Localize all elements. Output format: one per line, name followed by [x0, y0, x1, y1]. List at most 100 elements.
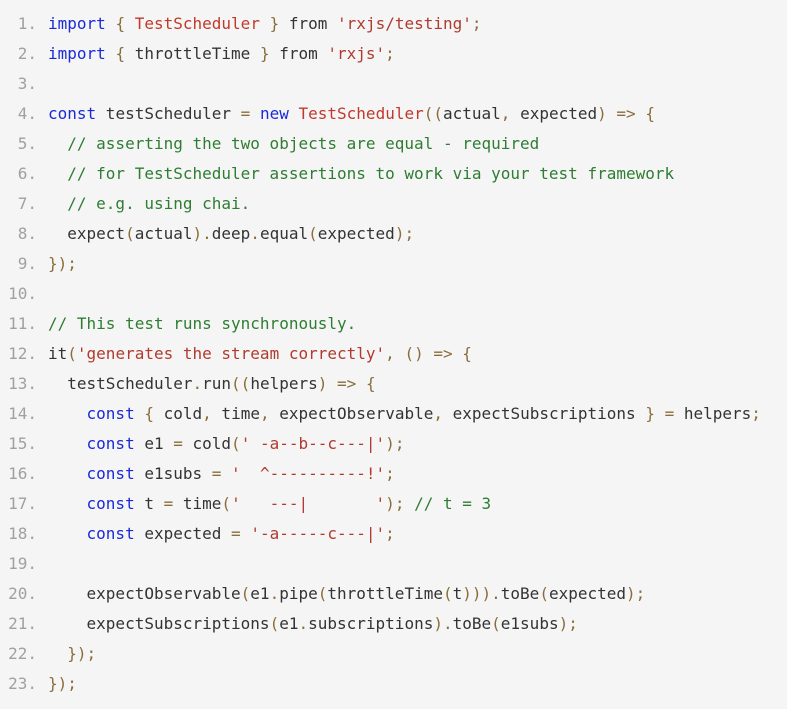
code-token: expected [134, 524, 232, 543]
code-line: 15. const e1 = cold(' -a--b--c---|'); [0, 429, 787, 459]
code-token [636, 104, 646, 123]
code-token: e1subs [500, 614, 559, 633]
code-token [48, 404, 87, 423]
code-token: expectSubscriptions [443, 404, 646, 423]
code-token: ( [317, 584, 328, 603]
code-token [241, 524, 251, 543]
code-line: 17. const t = time(' ---| '); // t = 3 [0, 489, 787, 519]
code-token: ; [751, 404, 761, 423]
code-line: 16. const e1subs = ' ^----------!'; [0, 459, 787, 489]
code-token: { [115, 44, 126, 63]
line-number: 4. [17, 104, 37, 123]
code-line: 11.// This test runs synchronously. [0, 309, 787, 339]
code-token: . [269, 584, 280, 603]
line-code: // This test runs synchronously. [37, 309, 356, 339]
code-token: } [269, 14, 280, 33]
code-token [48, 644, 67, 663]
code-line: 19. [0, 549, 787, 579]
line-number: 18. [8, 524, 37, 543]
code-token: ( [125, 224, 135, 243]
code-token: . [250, 224, 260, 243]
code-token: 'generates the stream correctly' [76, 344, 386, 363]
code-token: ))). [462, 584, 501, 603]
code-token [260, 14, 270, 33]
code-line: 9.}); [0, 249, 787, 279]
line-code: expect(actual).deep.equal(expected); [37, 219, 414, 249]
code-token: // This test runs synchronously. [48, 314, 357, 333]
code-token: = [231, 524, 241, 543]
code-token: it [48, 344, 68, 363]
code-token: = [173, 434, 183, 453]
code-token: { [645, 104, 655, 123]
line-number: 6. [17, 164, 37, 183]
code-token: ); [385, 434, 405, 453]
code-token: expectObservable [269, 404, 434, 423]
line-number: 17. [8, 494, 37, 513]
code-line: 5. // asserting the two objects are equa… [0, 129, 787, 159]
line-number: 22. [8, 644, 37, 663]
line-code: }); [37, 639, 96, 669]
code-line: 1.import { TestScheduler } from 'rxjs/te… [0, 9, 787, 39]
line-number: 12. [8, 344, 37, 363]
code-token [48, 134, 67, 153]
code-token: actual [134, 224, 193, 243]
code-token [48, 464, 87, 483]
line-code: }); [37, 669, 77, 699]
code-token: // e.g. using chai. [67, 194, 251, 213]
code-token [424, 344, 434, 363]
line-code: // for TestScheduler assertions to work … [37, 159, 674, 189]
code-line: 22. }); [0, 639, 787, 669]
code-token [404, 494, 414, 513]
line-code: it('generates the stream correctly', () … [37, 339, 472, 369]
code-token [356, 374, 366, 393]
code-token: expectSubscriptions [48, 614, 270, 633]
code-token [250, 104, 260, 123]
code-token [48, 164, 67, 183]
code-token [106, 44, 116, 63]
code-token: subscriptions [308, 614, 434, 633]
code-token: = [664, 404, 675, 423]
line-code: const { cold, time, expectObservable, ex… [37, 399, 761, 429]
code-token: }); [48, 254, 77, 273]
code-token: // t = 3 [414, 494, 492, 513]
code-token: } [259, 44, 270, 63]
code-token: (( [231, 374, 251, 393]
code-token: // for TestScheduler assertions to work … [67, 164, 675, 183]
code-token: from [279, 14, 338, 33]
line-code: expectObservable(e1.pipe(throttleTime(t)… [37, 579, 646, 609]
code-token: throttleTime [327, 584, 443, 603]
code-token: => [433, 344, 453, 363]
code-token: => [337, 374, 357, 393]
code-token: toBe [452, 614, 492, 633]
line-code: const expected = '-a-----c---|'; [37, 519, 395, 549]
code-token: cold [182, 434, 232, 453]
code-token: throttleTime [125, 44, 260, 63]
line-code: import { TestScheduler } from 'rxjs/test… [37, 9, 482, 39]
line-number: 3. [17, 74, 37, 93]
code-token: ); [558, 614, 578, 633]
code-token: testScheduler [96, 104, 241, 123]
code-token: ( [491, 614, 501, 633]
code-token: 'rxjs' [327, 44, 386, 63]
line-number: 23. [8, 674, 37, 693]
code-token: // asserting the two objects are equal -… [67, 134, 540, 153]
line-code: const e1 = cold(' -a--b--c---|'); [37, 429, 405, 459]
code-token: . [192, 374, 203, 393]
code-token: ). [192, 224, 212, 243]
code-line: 21. expectSubscriptions(e1.subscriptions… [0, 609, 787, 639]
line-code: expectSubscriptions(e1.subscriptions).to… [37, 609, 578, 639]
line-number: 8. [17, 224, 37, 243]
code-token: helpers [250, 374, 318, 393]
code-token: helpers [674, 404, 752, 423]
line-code: // asserting the two objects are equal -… [37, 129, 539, 159]
code-token: run [202, 374, 232, 393]
code-token: TestScheduler [134, 14, 260, 33]
code-token [106, 14, 116, 33]
code-token [221, 464, 231, 483]
code-token: ); [626, 584, 646, 603]
code-line: 8. expect(actual).deep.equal(expected); [0, 219, 787, 249]
code-token: ; [385, 464, 395, 483]
code-line: 6. // for TestScheduler assertions to wo… [0, 159, 787, 189]
code-token: ); [385, 494, 405, 513]
code-token: ' ^----------!' [231, 464, 386, 483]
